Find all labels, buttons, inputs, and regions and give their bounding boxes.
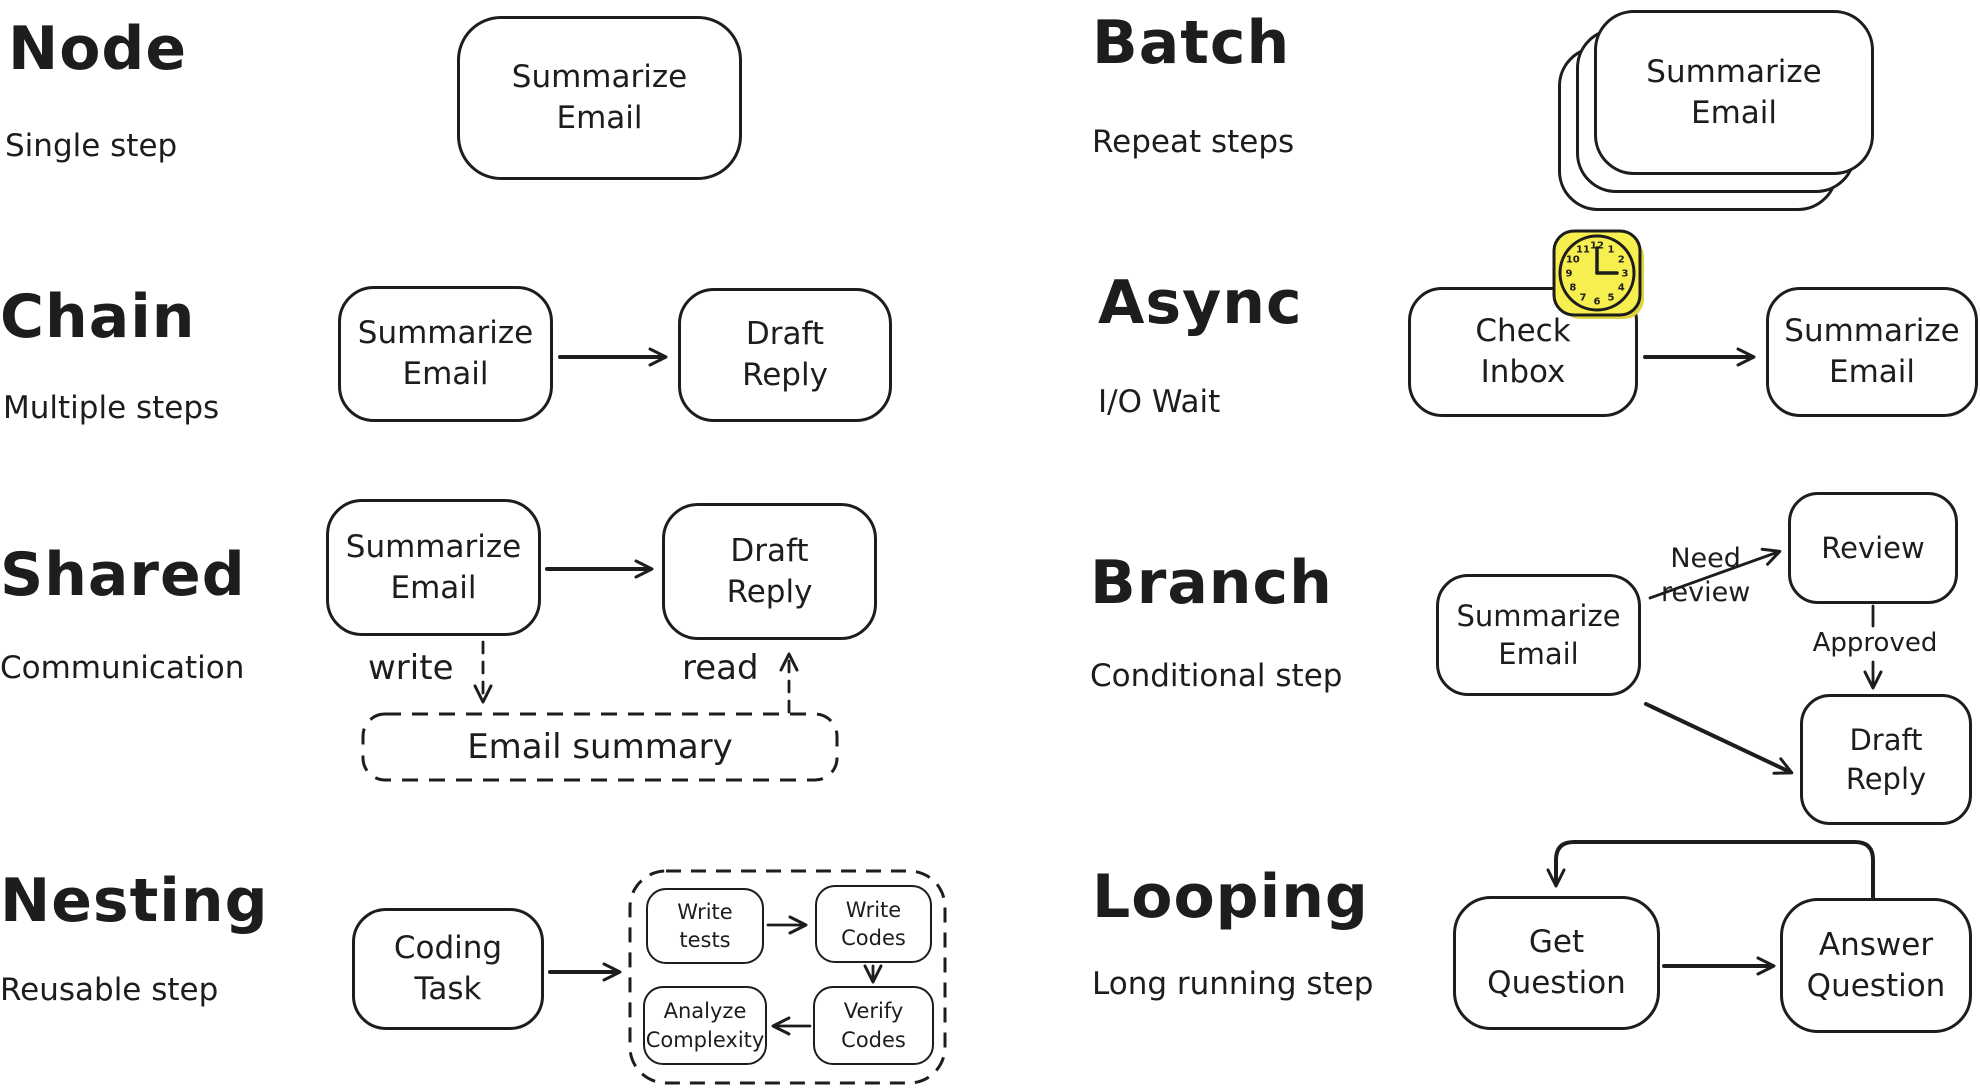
chain-box-summarize-email: Summarize Email — [338, 286, 553, 422]
batch-card-front: Summarize Email — [1594, 10, 1874, 175]
shared-box-summarize-email: Summarize Email — [326, 499, 541, 636]
branch-source-label: Summarize Email — [1456, 598, 1621, 671]
svg-text:8: 8 — [1569, 283, 1576, 294]
chain-from-label: Summarize Email — [357, 315, 534, 392]
section-node-title: Node — [8, 14, 188, 84]
section-async-title: Async — [1098, 268, 1303, 338]
branch-box-review: Review — [1788, 492, 1958, 604]
shared-box-draft-reply: Draft Reply — [662, 503, 877, 640]
node-box-summarize-email: Summarize Email — [457, 16, 742, 180]
nesting-box-write-tests: Write tests — [646, 888, 764, 964]
svg-text:11: 11 — [1576, 244, 1590, 255]
nesting-box-write-codes: Write Codes — [815, 885, 932, 963]
svg-text:5: 5 — [1608, 293, 1615, 304]
node-box-label: Summarize Email — [511, 59, 688, 136]
svg-text:6: 6 — [1594, 297, 1601, 308]
write-tests-label: Write tests — [677, 899, 733, 952]
svg-text:9: 9 — [1566, 269, 1573, 280]
async-to-label: Summarize Email — [1784, 313, 1960, 390]
shared-to-label: Draft Reply — [726, 532, 813, 610]
svg-text:3: 3 — [1622, 269, 1629, 280]
looping-box-get-question: Get Question — [1453, 896, 1660, 1030]
svg-text:2: 2 — [1618, 255, 1625, 266]
shared-from-label: Summarize Email — [345, 528, 522, 606]
chain-box-draft-reply: Draft Reply — [678, 288, 892, 422]
section-batch-title: Batch — [1092, 8, 1291, 78]
analyze-complexity-label: Analyze Complexity — [645, 999, 765, 1052]
svg-text:12: 12 — [1590, 241, 1604, 252]
batch-card-label: Summarize Email — [1646, 53, 1822, 131]
nesting-box-coding-task: Coding Task — [352, 908, 544, 1030]
shared-write-label: write — [368, 648, 454, 688]
chain-to-label: Draft Reply — [742, 316, 828, 393]
looping-from-label: Get Question — [1487, 924, 1626, 1001]
section-chain-title: Chain — [0, 282, 196, 352]
section-nesting-subtitle: Reusable step — [0, 972, 219, 1008]
svg-text:10: 10 — [1566, 255, 1580, 266]
looping-to-label: Answer Question — [1806, 926, 1946, 1004]
branch-diagonal-arrow — [1644, 702, 1794, 775]
shared-read-label: read — [682, 648, 759, 688]
svg-text:4: 4 — [1618, 283, 1625, 294]
branch-approved-label: Approved — [1812, 628, 1938, 658]
svg-text:7: 7 — [1580, 293, 1587, 304]
async-box-check-inbox: Check Inbox — [1408, 287, 1638, 417]
svg-text:1: 1 — [1608, 244, 1615, 255]
looping-box-answer-question: Answer Question — [1780, 898, 1972, 1033]
branch-box-summarize-email: Summarize Email — [1436, 574, 1641, 696]
section-looping-subtitle: Long running step — [1092, 966, 1374, 1002]
section-branch-subtitle: Conditional step — [1090, 658, 1343, 694]
write-codes-label: Write Codes — [841, 897, 906, 950]
branch-target-label: Draft Reply — [1845, 723, 1927, 796]
shared-store-email-summary: Email summary — [363, 714, 837, 780]
section-async-subtitle: I/O Wait — [1098, 384, 1221, 420]
section-node-subtitle: Single step — [5, 128, 178, 164]
nesting-outer-label: Coding Task — [393, 930, 503, 1007]
branch-need-review-label: Need review — [1656, 540, 1756, 612]
section-chain-subtitle: Multiple steps — [3, 390, 220, 426]
section-looping-title: Looping — [1092, 862, 1369, 932]
clock-face — [1558, 234, 1636, 312]
shared-store-label: Email summary — [467, 726, 733, 767]
section-branch-title: Branch — [1090, 548, 1333, 618]
async-box-summarize-email: Summarize Email — [1766, 287, 1978, 417]
verify-codes-label: Verify Codes — [841, 999, 906, 1052]
section-nesting-title: Nesting — [0, 866, 269, 936]
branch-review-label: Review — [1821, 530, 1925, 565]
looping-back-arrow — [1546, 840, 1875, 900]
nesting-box-verify-codes: Verify Codes — [813, 986, 934, 1065]
nesting-box-analyze-complexity: Analyze Complexity — [643, 986, 767, 1065]
async-from-label: Check Inbox — [1475, 313, 1571, 390]
branch-box-draft-reply: Draft Reply — [1800, 694, 1972, 825]
section-shared-title: Shared — [0, 540, 246, 610]
section-shared-subtitle: Communication — [0, 650, 245, 686]
section-batch-subtitle: Repeat steps — [1092, 124, 1295, 160]
